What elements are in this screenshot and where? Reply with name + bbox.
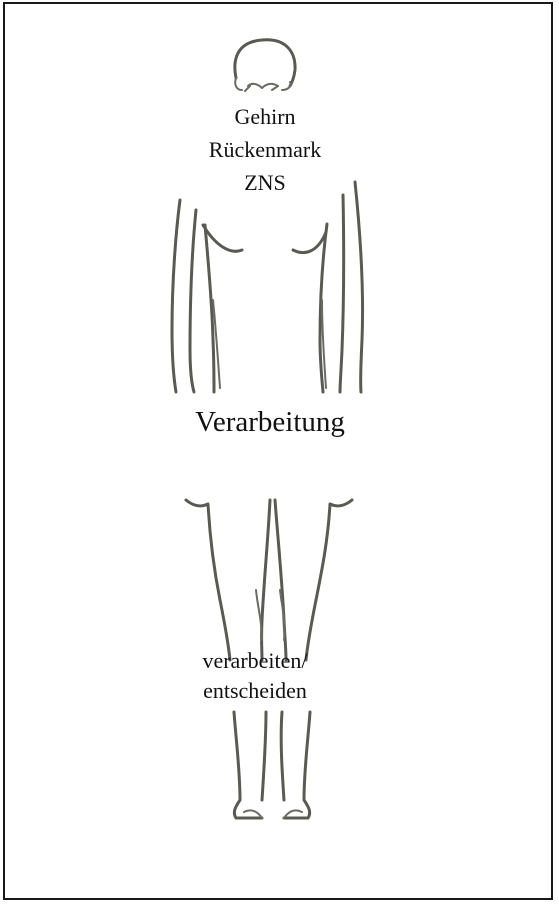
cns-label-brain: Gehirn xyxy=(170,100,360,133)
process-label-line-2: entscheiden xyxy=(160,676,350,706)
cns-label: Gehirn Rückenmark ZNS xyxy=(170,100,360,199)
feet-outline xyxy=(234,712,310,818)
legs-outline xyxy=(186,500,352,660)
process-label-line-1: verarbeiten/ xyxy=(160,646,350,676)
process-label: verarbeiten/ entscheiden xyxy=(160,646,350,706)
cns-label-spinal-cord: Rückenmark xyxy=(170,133,360,166)
cns-label-zns: ZNS xyxy=(170,166,360,199)
torso-outline xyxy=(172,182,363,392)
main-label: Verarbeitung xyxy=(150,402,390,442)
head-outline xyxy=(235,40,295,91)
